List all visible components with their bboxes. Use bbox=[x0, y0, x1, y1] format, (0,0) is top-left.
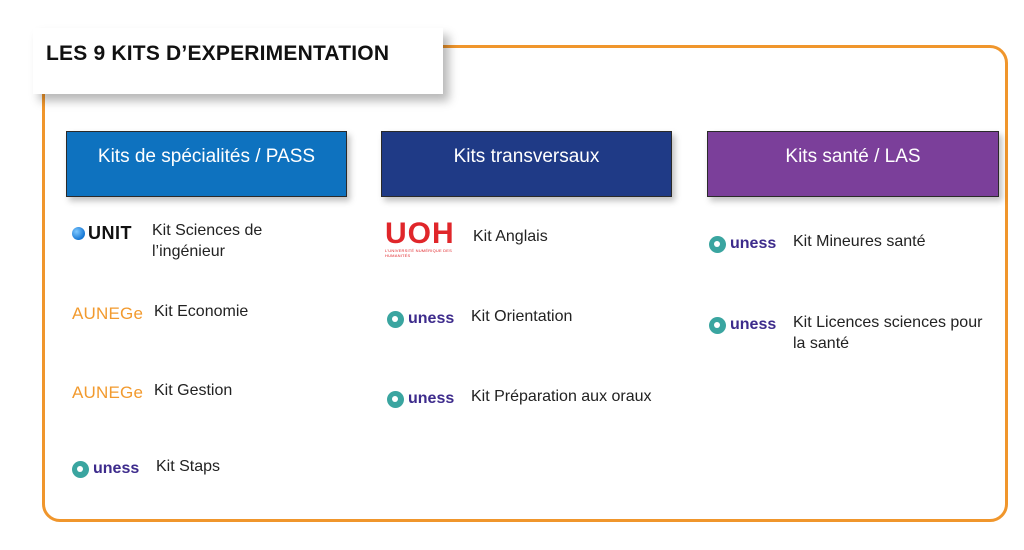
uness-logo: uness bbox=[387, 388, 471, 410]
uoh-logo: UOH L’UNIVERSITÉ NUMÉRIQUE DES HUMANITÉS bbox=[385, 217, 455, 259]
kit-label: Kit Economie bbox=[154, 303, 249, 320]
kit-sciences-ingenieur[interactable]: UNIT Kit Sciences de l’ingénieur bbox=[72, 220, 262, 262]
column-header-specialites: Kits de spécialités / PASS bbox=[66, 131, 347, 197]
kit-anglais[interactable]: UOH L’UNIVERSITÉ NUMÉRIQUE DES HUMANITÉS… bbox=[385, 219, 548, 259]
uness-logo: uness bbox=[709, 233, 793, 255]
uness-logo-icon bbox=[72, 460, 89, 478]
unit-logo: UNIT bbox=[72, 222, 152, 244]
kit-label: Kit Staps bbox=[156, 458, 221, 475]
uness-logo-icon bbox=[709, 235, 726, 253]
kit-licences-sciences-sante[interactable]: uness Kit Licences sciences pour la sant… bbox=[709, 312, 982, 354]
kit-economie[interactable]: AUNEGe Kit Economie bbox=[72, 301, 248, 325]
aunege-logo: AUNEGe bbox=[72, 304, 144, 323]
column-header-sante: Kits santé / LAS bbox=[707, 131, 999, 197]
kit-label: Kit Préparation aux oraux bbox=[471, 388, 652, 405]
uness-logo: uness bbox=[387, 308, 471, 330]
kit-label: Kit Licences sciences pour la santé bbox=[793, 314, 983, 352]
kit-label: Kit Anglais bbox=[473, 228, 548, 245]
kit-preparation-oraux[interactable]: uness Kit Préparation aux oraux bbox=[387, 386, 652, 410]
title-card: LES 9 KITS D’EXPERIMENTATION bbox=[33, 28, 443, 94]
kit-orientation[interactable]: uness Kit Orientation bbox=[387, 306, 572, 330]
aunege-logo: AUNEGe bbox=[72, 383, 144, 402]
kit-label: Kit Gestion bbox=[154, 382, 233, 399]
content-frame bbox=[42, 45, 1008, 522]
unit-logo-icon bbox=[72, 226, 85, 240]
column-header-label: Kits de spécialités / PASS bbox=[97, 146, 316, 167]
kit-label: Kit Orientation bbox=[471, 308, 573, 325]
uness-logo-icon bbox=[709, 316, 726, 334]
kit-label: Kit Mineures santé bbox=[793, 233, 926, 250]
column-header-label: Kits santé / LAS bbox=[785, 146, 921, 167]
uness-logo-icon bbox=[387, 390, 404, 408]
kit-label: Kit Sciences de l’ingénieur bbox=[152, 222, 263, 260]
column-header-transversaux: Kits transversaux bbox=[381, 131, 672, 197]
kit-gestion[interactable]: AUNEGe Kit Gestion bbox=[72, 380, 232, 404]
kit-mineures-sante[interactable]: uness Kit Mineures santé bbox=[709, 231, 926, 255]
column-header-label: Kits transversaux bbox=[453, 146, 600, 167]
page-title: LES 9 KITS D’EXPERIMENTATION bbox=[46, 42, 390, 65]
uness-logo: uness bbox=[709, 314, 793, 336]
kit-staps[interactable]: uness Kit Staps bbox=[72, 456, 220, 480]
uness-logo: uness bbox=[72, 458, 156, 480]
uness-logo-icon bbox=[387, 310, 404, 328]
